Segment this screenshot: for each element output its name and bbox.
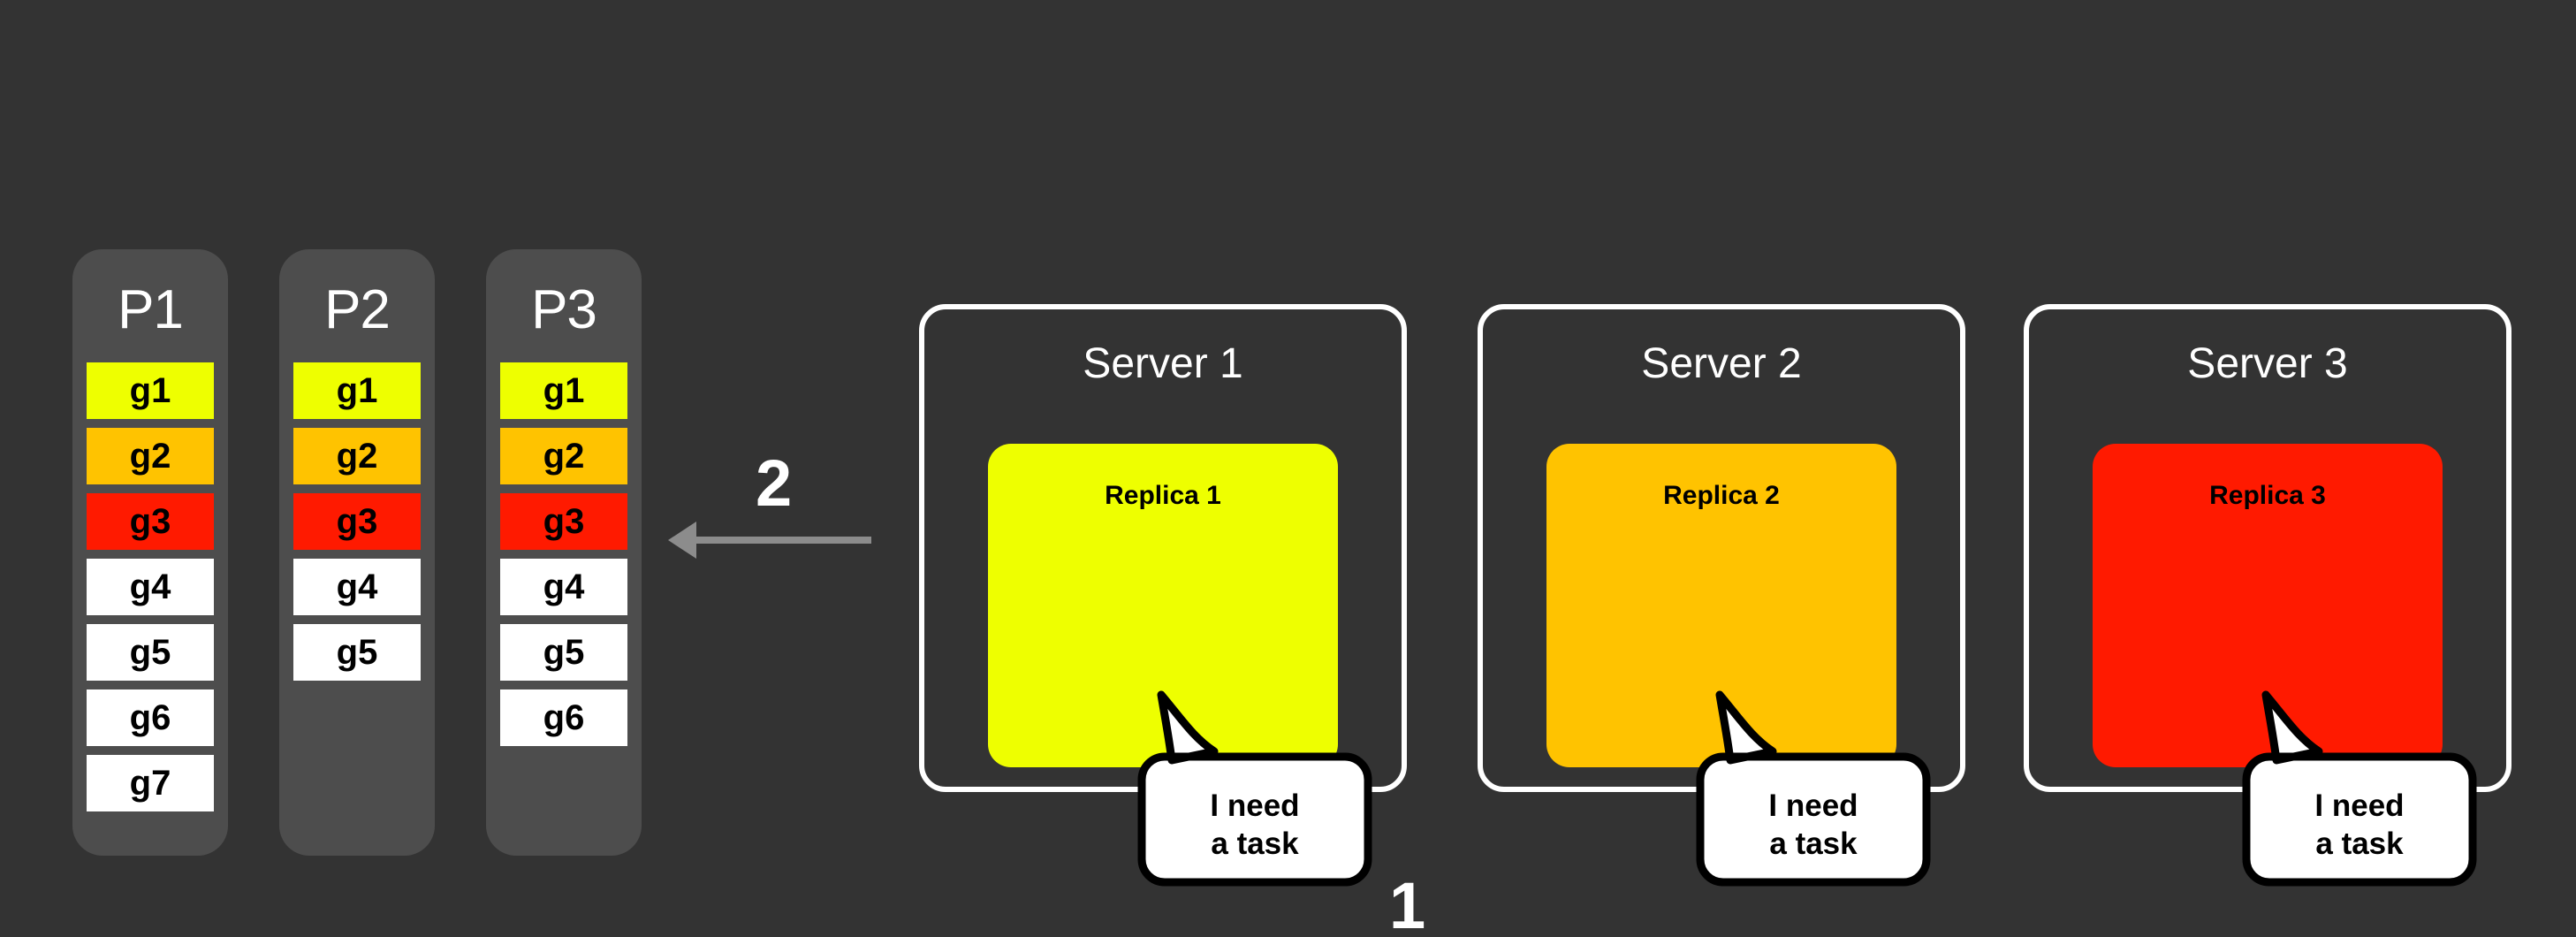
slot-label: g7 bbox=[129, 764, 171, 803]
slot-label: g5 bbox=[129, 633, 171, 672]
speech-bubble-server-3: I need a task bbox=[2242, 690, 2477, 887]
server-box-3: Server 3 Replica 3 bbox=[2024, 304, 2511, 792]
partition-title: P3 bbox=[531, 279, 597, 340]
partition-slot: g7 bbox=[87, 755, 214, 811]
partition-column-p2: P2 g1 g2 g3 g4 g5 bbox=[279, 249, 435, 856]
partition-column-p1: P1 g1 g2 g3 g4 g5 g6 g7 bbox=[72, 249, 228, 856]
slot-label: g1 bbox=[543, 371, 585, 410]
speech-bubble-server-1: I need a task bbox=[1137, 690, 1372, 887]
slot-label: g6 bbox=[543, 698, 585, 737]
slot-label: g1 bbox=[129, 371, 171, 410]
partition-slot: g1 bbox=[293, 362, 421, 419]
speech-bubble-server-2: I need a task bbox=[1696, 690, 1931, 887]
slot-label: g4 bbox=[336, 568, 378, 606]
partition-slot: g1 bbox=[87, 362, 214, 419]
partition-slot-list: g1 g2 g3 g4 g5 g6 bbox=[486, 362, 642, 755]
partition-slot: g6 bbox=[87, 689, 214, 746]
partition-column-p3: P3 g1 g2 g3 g4 g5 g6 bbox=[486, 249, 642, 856]
slot-label: g2 bbox=[129, 437, 171, 476]
speech-bubble-shape bbox=[2242, 690, 2477, 887]
partition-slot: g2 bbox=[87, 428, 214, 484]
step-label-1: 1 bbox=[1389, 869, 1426, 937]
slot-label: g1 bbox=[336, 371, 378, 410]
slot-label: g5 bbox=[543, 633, 585, 672]
slot-label: g6 bbox=[129, 698, 171, 737]
partition-slot: g6 bbox=[500, 689, 627, 746]
partition-slot: g2 bbox=[500, 428, 627, 484]
slot-label: g3 bbox=[336, 502, 378, 541]
speech-bubble-text: I need a task bbox=[1210, 788, 1300, 862]
slot-label: g2 bbox=[543, 437, 585, 476]
partition-slot: g4 bbox=[293, 559, 421, 615]
step-label-2: 2 bbox=[756, 446, 793, 520]
slot-label: g4 bbox=[129, 568, 171, 606]
partition-slot: g1 bbox=[500, 362, 627, 419]
partition-slot-list: g1 g2 g3 g4 g5 bbox=[279, 362, 435, 689]
partition-title: P2 bbox=[324, 279, 391, 340]
replica-label: Replica 1 bbox=[1105, 481, 1221, 510]
partition-slot-list: g1 g2 g3 g4 g5 g6 g7 bbox=[72, 362, 228, 820]
partition-slot: g3 bbox=[500, 493, 627, 550]
partition-title: P1 bbox=[118, 279, 184, 340]
assignment-arrow bbox=[668, 522, 871, 559]
slot-label: g5 bbox=[336, 633, 378, 672]
partition-slot: g2 bbox=[293, 428, 421, 484]
server-title: Server 2 bbox=[1641, 340, 1802, 387]
slot-label: g3 bbox=[543, 502, 585, 541]
partition-slot: g5 bbox=[500, 624, 627, 681]
partition-slot: g3 bbox=[293, 493, 421, 550]
server-title: Server 3 bbox=[2187, 340, 2348, 387]
server-box-1: Server 1 Replica 1 bbox=[919, 304, 1407, 792]
slot-label: g4 bbox=[543, 568, 585, 606]
arrow-shaft bbox=[691, 537, 871, 544]
partition-slot: g4 bbox=[500, 559, 627, 615]
replica-label: Replica 2 bbox=[1663, 481, 1780, 510]
speech-bubble-text: I need a task bbox=[2314, 788, 2405, 862]
speech-bubble-shape bbox=[1696, 690, 1931, 887]
slot-label: g3 bbox=[129, 502, 171, 541]
partition-slot: g5 bbox=[293, 624, 421, 681]
slot-label: g2 bbox=[336, 437, 378, 476]
partition-slot: g3 bbox=[87, 493, 214, 550]
server-title: Server 1 bbox=[1083, 340, 1243, 387]
replica-label: Replica 3 bbox=[2209, 481, 2326, 510]
partition-slot: g5 bbox=[87, 624, 214, 681]
partition-slot: g4 bbox=[87, 559, 214, 615]
speech-bubble-text: I need a task bbox=[1768, 788, 1858, 862]
speech-bubble-shape bbox=[1137, 690, 1372, 887]
